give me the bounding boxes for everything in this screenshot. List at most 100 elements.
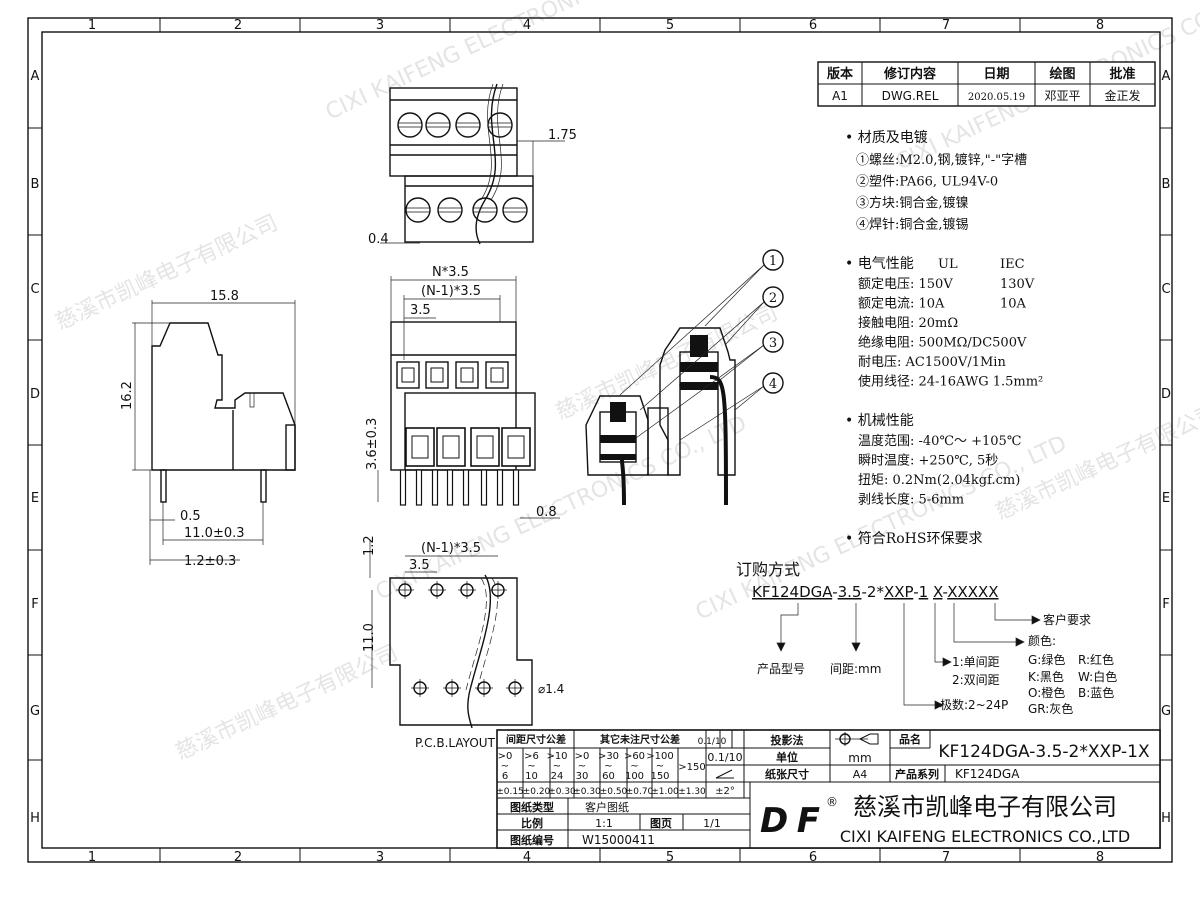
column-label: 4 [523,850,531,865]
wire-entry-window [396,361,420,389]
dim-n-3-5: N*3.5 [432,265,469,280]
revision-cell: 2020.05.19 [968,92,1025,103]
callout-number: 1 [769,254,777,269]
material-item: ①螺丝:M2.0,钢,镀锌,"-"字槽 [856,152,1027,168]
screw-window [470,427,500,467]
screw-window [501,427,531,467]
tolerance-range: >10 [546,751,567,762]
code-segment: 3.5 [838,583,862,601]
color-option: G:绿色 [1028,652,1065,667]
tolerance-range: ~ [604,761,612,772]
solder-pin [496,469,504,506]
product-name-label: 品名 [899,732,921,746]
dim-11-0: 11.0±0.3 [184,526,245,541]
scale-value: 1:1 [595,817,613,830]
screw-icon [425,112,451,138]
tolerance-range: 30 [576,771,589,782]
solder-pin [512,469,520,506]
column-label: 7 [942,18,950,33]
iec-column: IEC [1000,257,1025,272]
wire-entry-inner [401,367,415,383]
tolerance-value: ±1.00 [651,787,679,797]
column-label: 2 [234,18,242,33]
solder-pin [431,469,439,506]
column-label: 4 [523,18,531,33]
dim-3-5: 3.5 [410,303,431,318]
revision-header: 批准 [1109,66,1135,82]
code-segment: XXXXX [947,583,998,601]
dim-0-4: 0.4 [368,232,389,247]
flatness-value: 0.1/10 [707,751,742,764]
angle-tolerance: ±2° [715,786,735,797]
pcb-dim-1-2: 1.2 [362,535,377,556]
poles-label: 极数:2~24P [940,697,1008,712]
revision-header: 版本 [827,66,853,82]
paper-size-value: A4 [853,768,868,781]
solder-pin [446,469,454,506]
drawing-type-label: 图纸类型 [510,800,554,814]
column-label: 8 [1096,850,1104,865]
tolerance-value: ±0.20 [523,787,551,797]
pitch-tolerance-header: 间距尺寸公差 [506,733,566,746]
drawing-type-value: 客户图纸 [585,800,629,814]
ul-column: UL [938,257,958,272]
mechanical-title: • 机械性能 [845,413,914,429]
screw-icon [405,197,431,223]
solder-pin [415,469,423,506]
screw-icon [437,197,463,223]
color-option: B:蓝色 [1078,686,1114,700]
column-label: 5 [666,18,674,33]
column-label: 3 [376,18,384,33]
screw-window [405,427,435,467]
column-label: 2 [234,850,242,865]
row-label: B [31,177,40,192]
ordering-code: 订购方式 KF124DGA-3.5-2*XXP-1 X-XXXXX 产品型号 间… [736,560,1117,716]
solder-pin [399,469,407,506]
screw-icon [472,197,498,223]
electrical-item: 耐电压: AC1500V/1Min [858,355,1006,370]
row-label: F [31,597,38,612]
row-label: D [1161,387,1171,402]
tolerance-range: >150 [678,762,705,773]
mechanical-item: 扭矩: 0.2Nm(2.04kgf.cm) [858,473,1020,488]
ordering-title: 订购方式 [736,560,800,579]
screw-window-inner [507,435,525,459]
dim-n-minus-1-3-5: (N-1)*3.5 [421,284,481,299]
color-option: GR:灰色 [1028,702,1073,716]
front-view: N*3.5 (N-1)*3.5 3.5 3.6±0.3 0.8 [365,265,560,520]
tolerance-range: >30 [598,751,619,762]
code-segment: X [933,583,943,601]
row-label: A [1162,69,1171,84]
callout-circle [762,286,784,308]
revision-cell: A1 [832,89,848,103]
scale-label: 比例 [521,816,543,830]
revision-header: 绘图 [1049,66,1075,82]
page-value: 1/1 [703,817,721,830]
code-segment: - [943,583,948,601]
spacing-2-label: 2:双间距 [952,673,1000,687]
code-segment: - [913,583,918,601]
unit-label: 单位 [776,750,798,764]
pcb-dim-11-0: 11.0 [362,623,377,652]
screw-icon [397,112,423,138]
unit-value: mm [848,751,871,765]
watermark-text: 慈溪市凯峰电子有限公司 [52,210,282,335]
color-option: R:红色 [1078,652,1114,667]
row-label: C [30,282,39,297]
revision-header: 日期 [983,67,1009,82]
watermark-text: 慈溪市凯峰电子有限公司 [552,300,782,425]
tolerance-range: 6 [502,771,508,782]
dim-0-8: 0.8 [536,505,557,520]
tolerance-range: 24 [551,771,564,782]
materials-title: • 材质及电镀 [845,129,928,146]
dim-3-6: 3.6±0.3 [365,418,380,470]
screw-window-inner [411,435,429,459]
solder-pin [462,469,470,506]
tolerance-value: ±1.30 [678,787,706,797]
paper-size-label: 纸张尺寸 [765,767,809,781]
column-label: 6 [809,18,817,33]
color-option: K:黑色 [1028,670,1064,684]
tolerance-range: 60 [602,771,615,782]
title-block-border [496,729,1161,849]
